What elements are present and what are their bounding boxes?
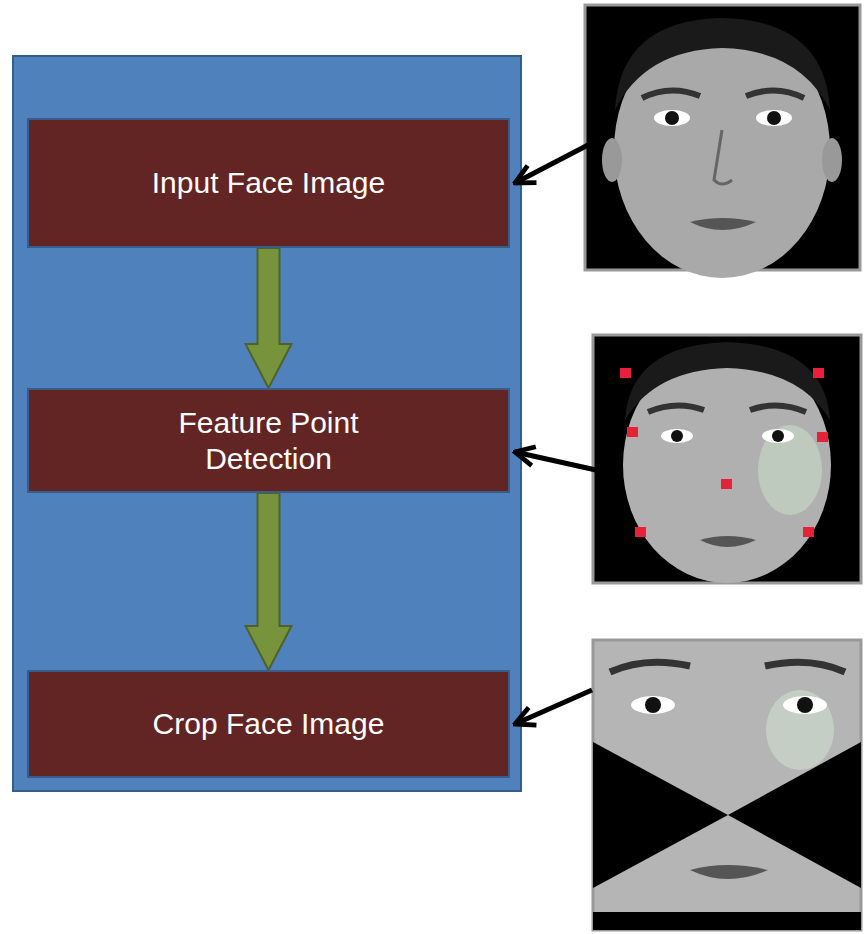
box-label: Input Face Image — [152, 165, 385, 201]
box-label: Crop Face Image — [153, 706, 385, 742]
text-stack: Input Face Image — [152, 165, 385, 201]
feature-points-photo — [593, 335, 861, 583]
leader-arrow — [515, 145, 588, 183]
process-box: Input Face Image — [27, 118, 510, 248]
leader-arrow — [515, 452, 596, 470]
flow-arrow — [246, 493, 292, 670]
process-box: Crop Face Image — [27, 670, 510, 778]
feature-point-dots — [620, 368, 828, 537]
cropped-face-photo — [593, 640, 861, 930]
input-face-photo — [585, 5, 860, 278]
box-label: Feature Point Detection — [119, 405, 419, 477]
text-stack: Feature Point Detection — [119, 405, 419, 477]
text-stack: Crop Face Image — [153, 706, 385, 742]
leader-arrow — [515, 690, 592, 724]
flow-arrow — [246, 248, 292, 388]
process-box: Feature Point Detection — [27, 388, 510, 493]
